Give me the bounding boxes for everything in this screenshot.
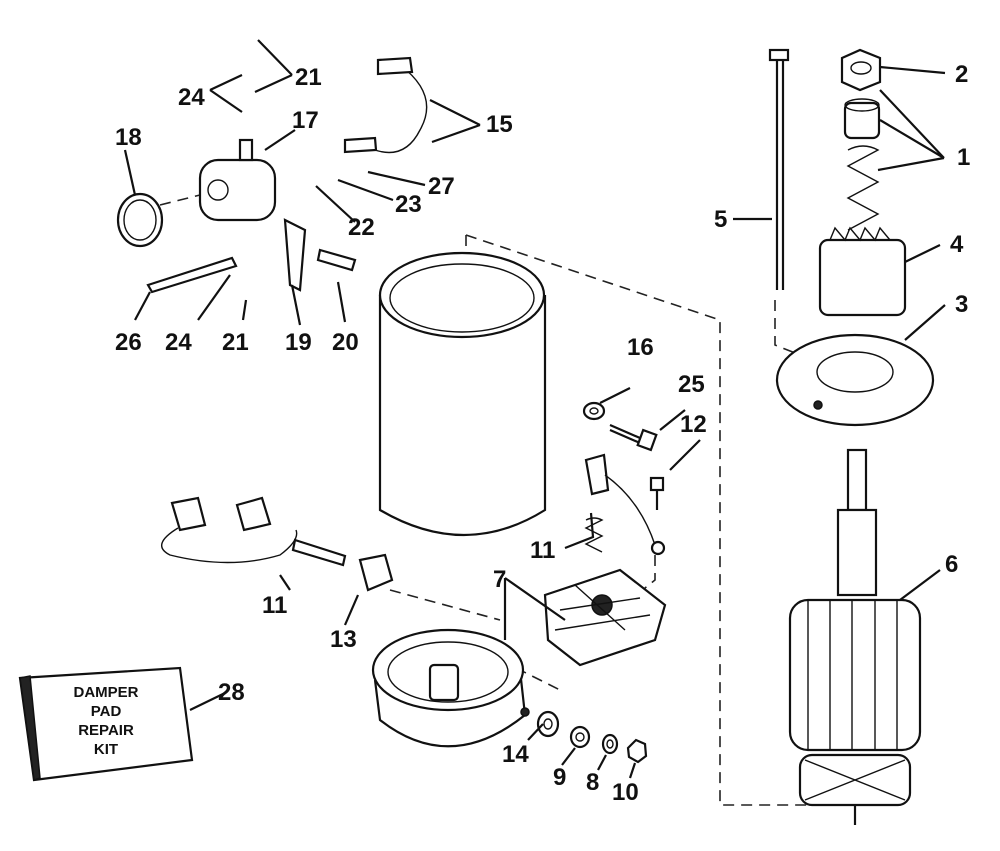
drive-assembly: [768, 48, 935, 427]
kit-label-line1: DAMPER: [73, 684, 138, 701]
callout-14: 14: [502, 741, 529, 768]
callout-6: 6: [945, 551, 958, 578]
callout-28: 28: [218, 679, 245, 706]
callout-10: 10: [612, 779, 639, 806]
callout-27: 27: [428, 173, 455, 200]
callout-11-right: 11: [530, 537, 555, 564]
small-hardware: [161, 401, 666, 764]
callout-13: 13: [330, 626, 357, 653]
callout-18: 18: [115, 124, 142, 151]
callout-19: 19: [285, 329, 312, 356]
callout-3: 3: [955, 291, 968, 318]
callout-15: 15: [486, 111, 513, 138]
callout-21-bottom: 21: [222, 329, 249, 356]
callout-8: 8: [586, 769, 599, 796]
callout-1: 1: [957, 144, 970, 171]
callout-24-top: 24: [178, 84, 205, 111]
kit-label-line3: REPAIR: [78, 722, 134, 739]
callout-labels: 1 2 3 4 5 6 7 8 9 10 11 11 12 13 14 15 1…: [115, 61, 970, 806]
callout-17: 17: [292, 107, 319, 134]
callout-22: 22: [348, 214, 375, 241]
motor-frame-cylinder: [378, 251, 547, 537]
callout-4: 4: [950, 231, 964, 258]
brush-holder-plate: [543, 568, 667, 667]
callout-9: 9: [553, 764, 566, 791]
callout-26: 26: [115, 329, 142, 356]
damper-pad-repair-kit-box: DAMPER PAD REPAIR KIT: [18, 666, 194, 782]
callout-24-bottom: 24: [165, 329, 192, 356]
callout-20: 20: [332, 329, 359, 356]
kit-label-line2: PAD: [91, 703, 122, 720]
solenoid-assembly: [116, 56, 428, 294]
callout-25: 25: [678, 371, 705, 398]
kit-label-line4: KIT: [94, 741, 118, 758]
callout-11-left: 11: [262, 592, 287, 619]
callout-5: 5: [714, 206, 727, 233]
callout-12: 12: [680, 411, 707, 438]
armature: [788, 448, 922, 825]
leader-lines: [123, 39, 946, 779]
callout-21-top: 21: [295, 64, 322, 91]
callout-16: 16: [627, 334, 654, 361]
callout-2: 2: [955, 61, 968, 88]
lower-end-cap: [371, 628, 530, 748]
callout-23: 23: [395, 191, 422, 218]
callout-7: 7: [493, 566, 506, 593]
